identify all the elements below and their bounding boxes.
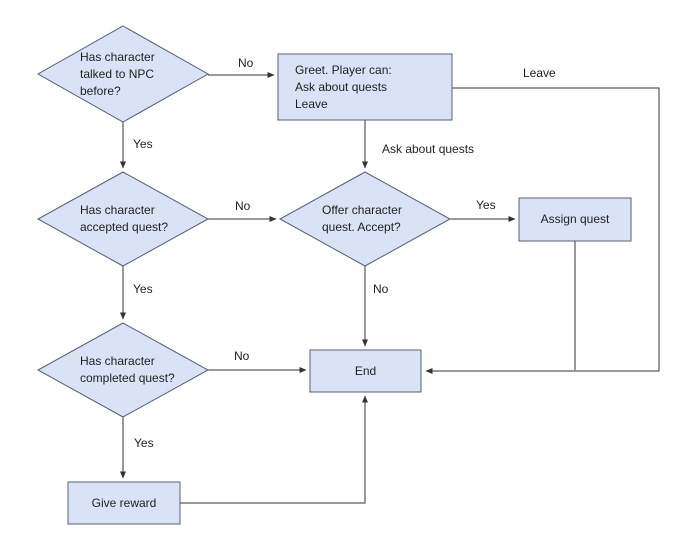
decision-accepted-quest: [36, 171, 210, 267]
edge-reward-to-end: [180, 395, 368, 504]
decision-offer-quest: [278, 171, 452, 267]
process-greet: [277, 53, 453, 121]
process-give-reward: [67, 481, 181, 525]
process-assign-quest: [518, 197, 632, 242]
edge-greet-leave: [425, 87, 660, 374]
process-end: [309, 349, 422, 393]
decision-completed-quest: [36, 322, 210, 418]
decision-talked-to-npc: [36, 25, 210, 123]
